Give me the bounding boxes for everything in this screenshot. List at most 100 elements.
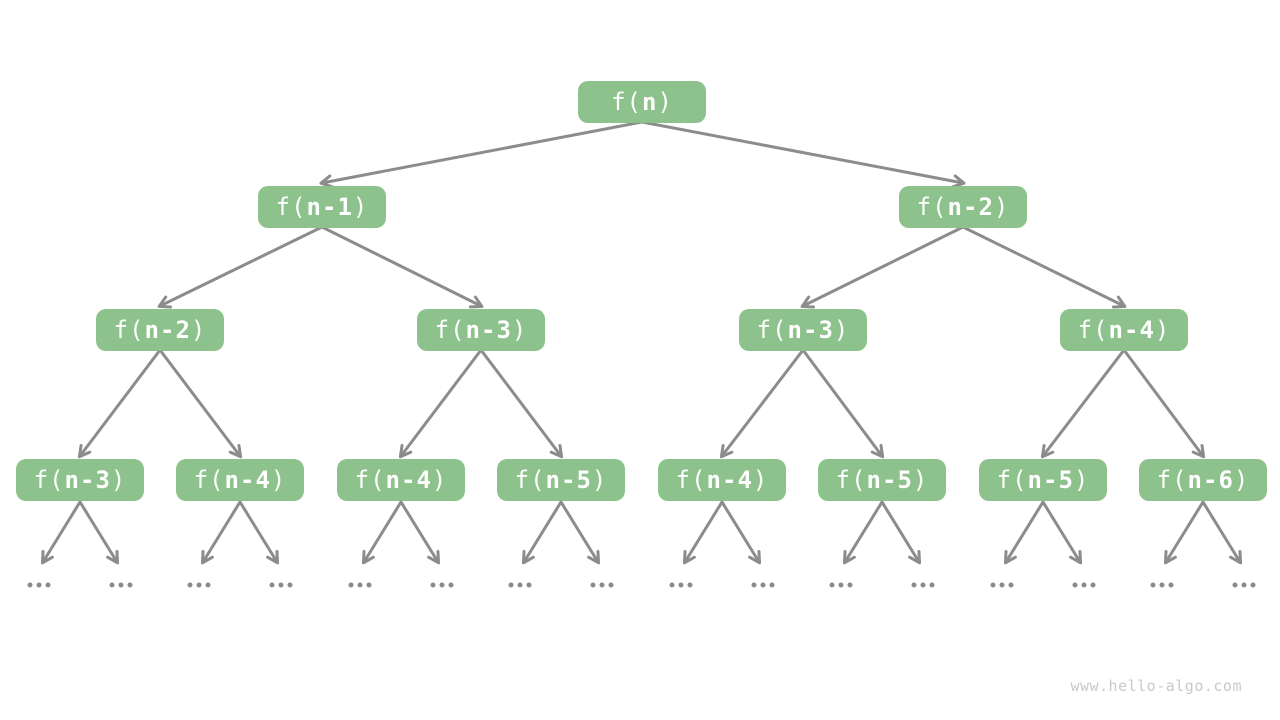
ellipsis-dot [508,582,514,588]
ellipsis-dot [929,582,935,588]
ellipsis-dot [1081,582,1087,588]
ellipsis-dot [590,582,596,588]
node-label-suffix: ) [912,466,929,494]
ellipsis-dot [269,582,275,588]
tree-node-n1: f(n-1) [258,186,386,228]
node-label-prefix: f( [1077,316,1109,344]
ellipsis-dot [1090,582,1096,588]
ellipsis-dot [911,582,917,588]
tree-node-n12: f(n-5) [818,459,946,501]
edge-n4-n10 [479,348,564,459]
node-label-arg: n [642,88,658,116]
ellipsis-dot [36,582,42,588]
ellipsis-dot [187,582,193,588]
ellipsis-dot [287,582,293,588]
node-label-prefix: f( [756,316,788,344]
node-label-suffix: ) [591,466,608,494]
edge-n1-n4 [320,225,484,309]
ellipsis-leaf [669,582,693,588]
node-label-arg: n-2 [144,316,191,344]
ellipsis-dot [769,582,775,588]
node-label-prefix: f( [916,193,948,221]
ellipsis-leaf [1232,582,1256,588]
ellipsis-dot [838,582,844,588]
node-label-suffix: ) [1233,466,1250,494]
node-label-suffix: ) [1073,466,1090,494]
ellipsis-dot [1159,582,1165,588]
ellipsis-dot [669,582,675,588]
ellipsis-dot [366,582,372,588]
node-label-prefix: f( [514,466,546,494]
edge-n5-n12 [801,348,885,459]
ellipsis-leaf [348,582,372,588]
edge-n10-leaf [559,500,601,565]
ellipsis-dot [920,582,926,588]
ellipsis-leaf [829,582,853,588]
ellipsis-dot [999,582,1005,588]
ellipsis-dot [430,582,436,588]
node-label-suffix: ) [190,316,207,344]
node-label-arg: n-5 [545,466,592,494]
tree-node-n5: f(n-3) [739,309,867,351]
node-label-suffix: ) [657,88,673,116]
ellipsis-dot [751,582,757,588]
ellipsis-leaf [911,582,935,588]
edge-n5-n11 [719,348,805,459]
tree-node-n8: f(n-4) [176,459,304,501]
edge-n0-n1 [319,120,644,189]
ellipsis-dot [847,582,853,588]
ellipsis-dot [990,582,996,588]
node-label-suffix: ) [352,193,369,221]
node-label-prefix: f( [1156,466,1188,494]
node-label-prefix: f( [611,88,642,116]
edge-n8-leaf [200,500,242,565]
ellipsis-leaf [187,582,211,588]
ellipsis-dot [127,582,133,588]
tree-node-n10: f(n-5) [497,459,625,501]
watermark-text: www.hello-algo.com [1070,677,1242,695]
edge-n10-leaf [521,500,563,565]
node-label-arg: n-5 [866,466,913,494]
ellipsis-dot [357,582,363,588]
edge-n12-leaf [880,500,922,565]
ellipsis-dot [1150,582,1156,588]
ellipsis-dot [27,582,33,588]
node-label-suffix: ) [431,466,448,494]
node-label-arg: n-6 [1187,466,1234,494]
tree-node-n11: f(n-4) [658,459,786,501]
node-label-suffix: ) [752,466,769,494]
ellipsis-dot [678,582,684,588]
ellipsis-dot [599,582,605,588]
node-label-prefix: f( [275,193,307,221]
ellipsis-dot [118,582,124,588]
edge-n14-leaf [1163,500,1205,565]
ellipsis-leaf [269,582,293,588]
ellipsis-leaf [590,582,614,588]
ellipsis-dot [687,582,693,588]
tree-node-n4: f(n-3) [417,309,545,351]
ellipsis-dot [1232,582,1238,588]
node-label-arg: n-1 [306,193,353,221]
ellipsis-leaf [430,582,454,588]
node-label-arg: n-3 [787,316,834,344]
node-label-arg: n-2 [947,193,994,221]
edge-n6-n13 [1040,348,1126,459]
ellipsis-dot [526,582,532,588]
tree-node-n7: f(n-3) [16,459,144,501]
ellipsis-leaf [508,582,532,588]
ellipsis-leaf [751,582,775,588]
ellipsis-dot [1072,582,1078,588]
ellipsis-dot [1008,582,1014,588]
edge-n9-leaf [399,500,441,565]
node-label-prefix: f( [354,466,386,494]
tree-node-n2: f(n-2) [899,186,1027,228]
node-label-suffix: ) [833,316,850,344]
ellipsis-leaf [27,582,51,588]
node-label-suffix: ) [511,316,528,344]
node-label-prefix: f( [193,466,225,494]
node-label-prefix: f( [675,466,707,494]
edge-n12-leaf [842,500,884,565]
ellipsis-leaf [1150,582,1174,588]
node-label-arg: n-4 [224,466,271,494]
ellipsis-dot [439,582,445,588]
